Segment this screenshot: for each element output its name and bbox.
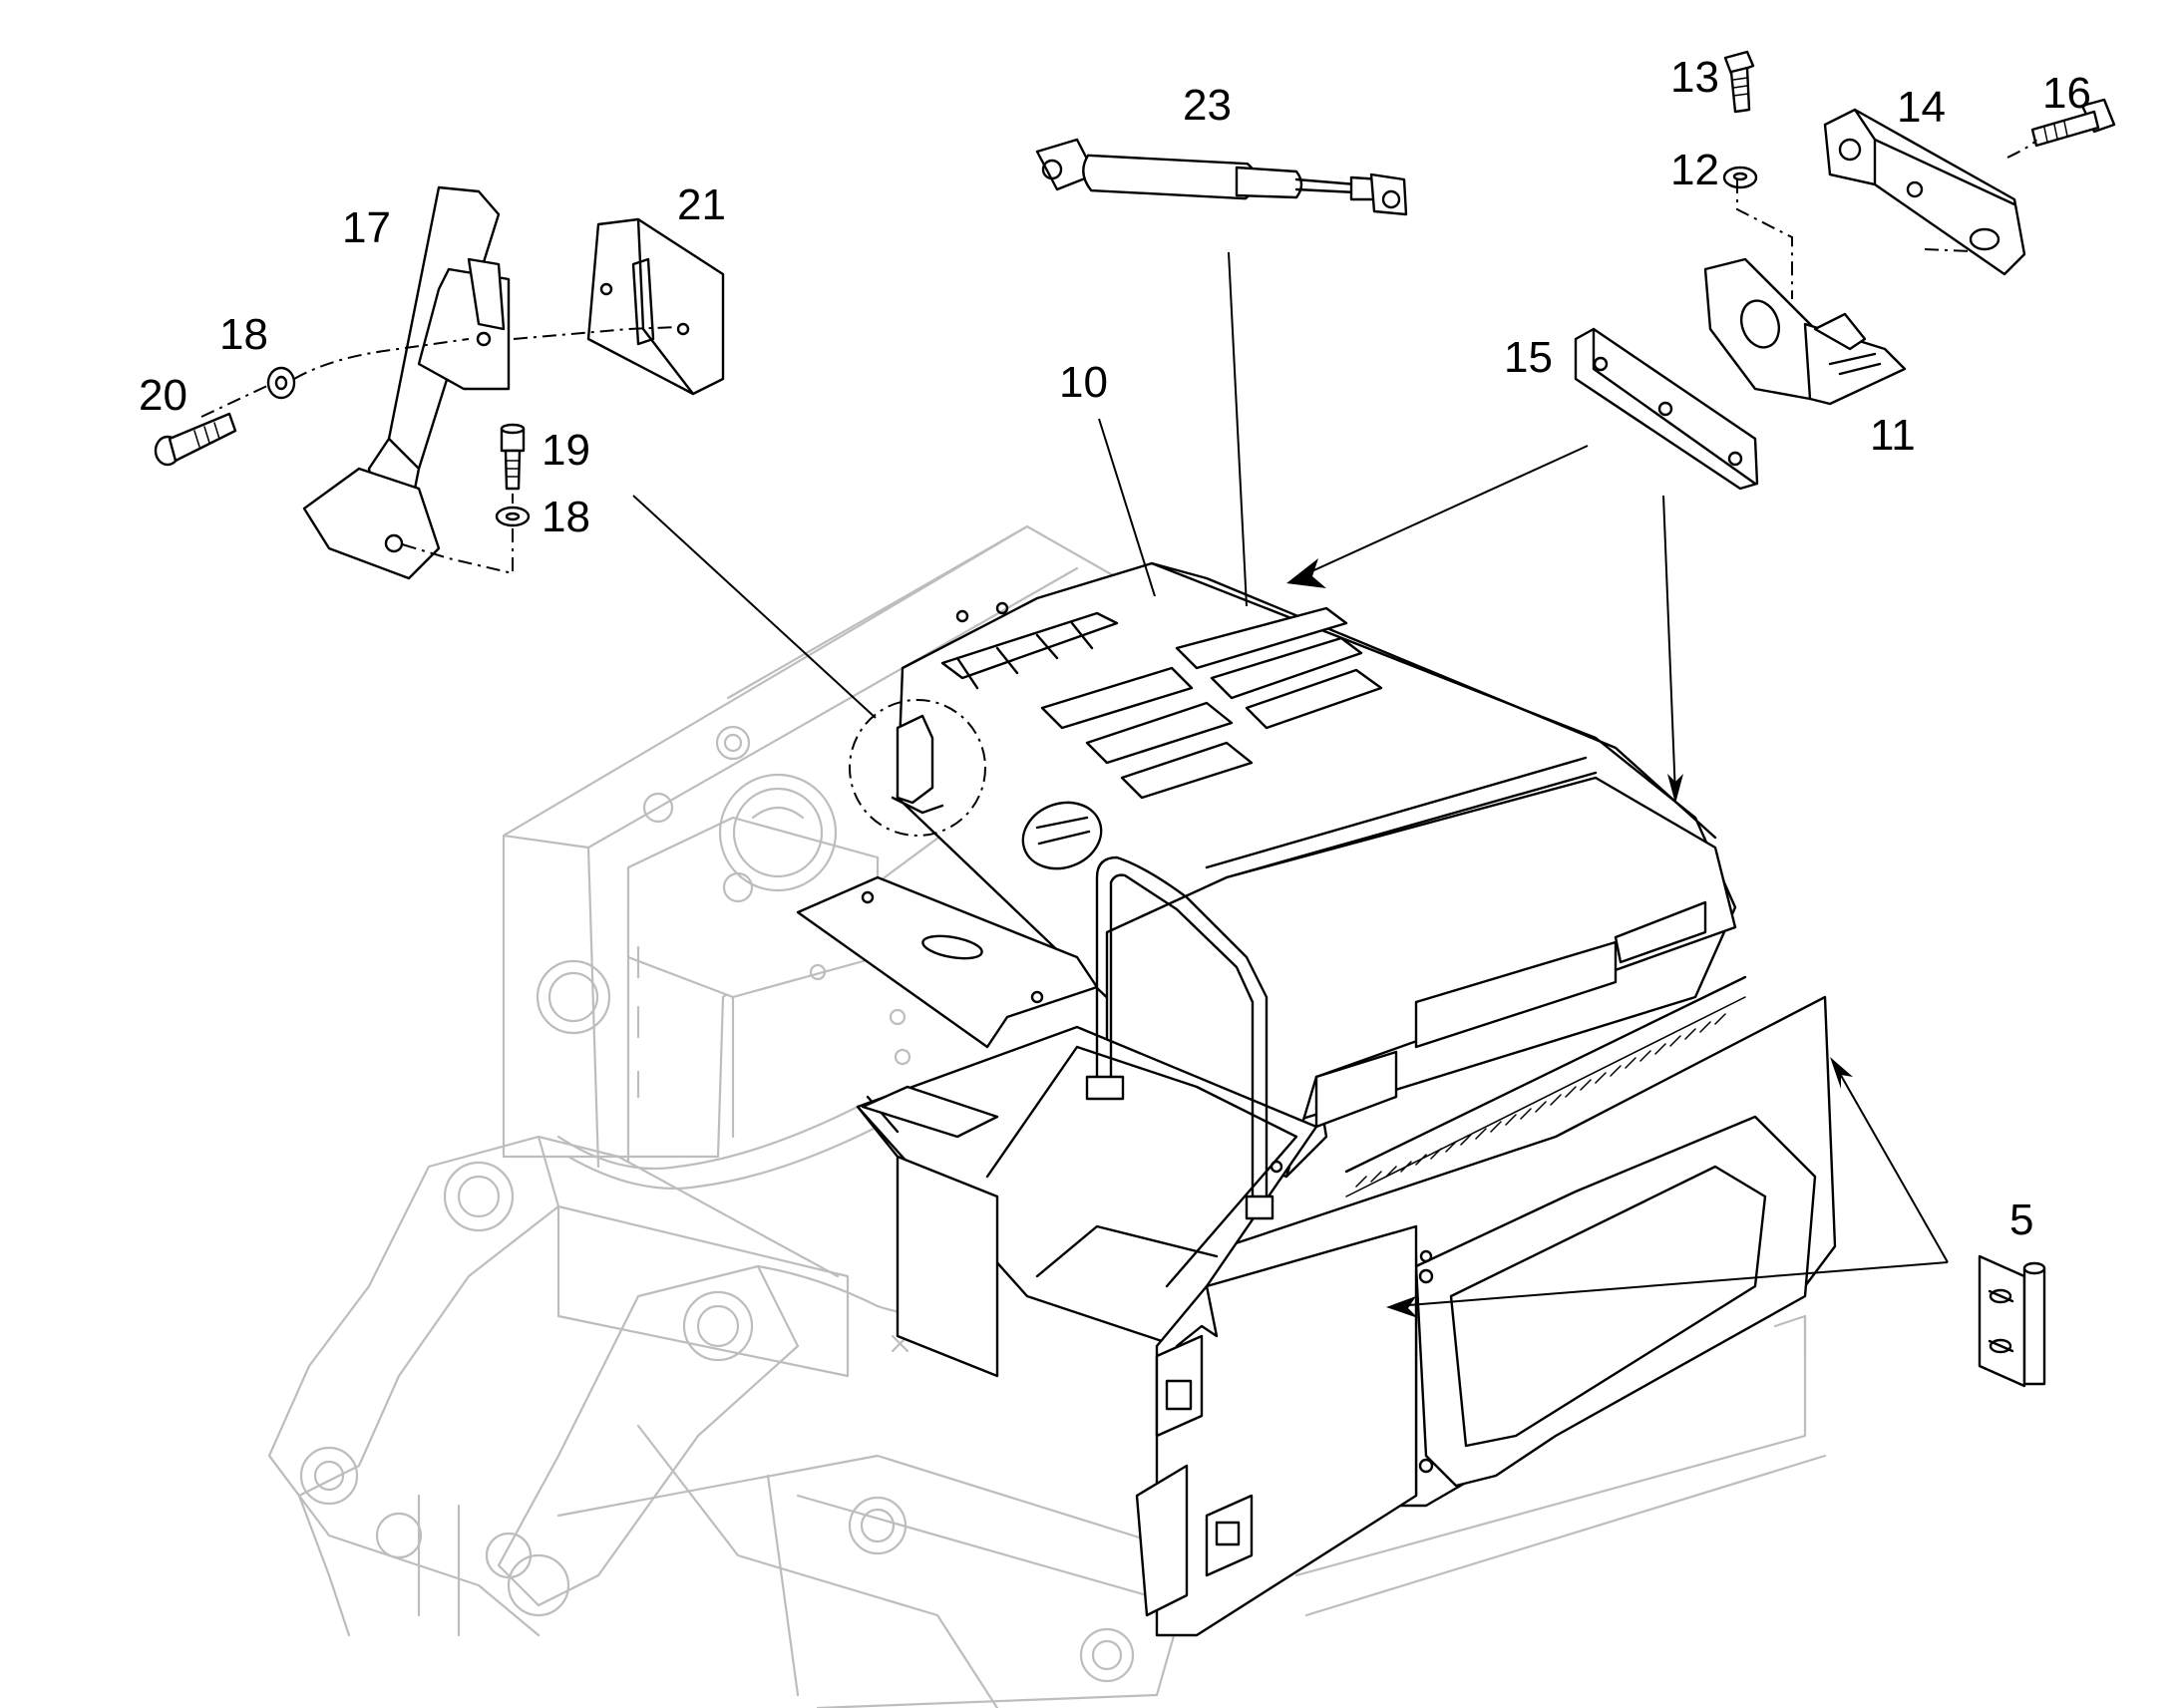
latch-17 [302, 185, 511, 580]
hood-assembly [796, 561, 1837, 1637]
strip-plate-15 [1574, 327, 1759, 491]
screw-20 [154, 412, 237, 467]
callout-18-lower: 18 [542, 493, 590, 541]
washer-12 [1722, 166, 1758, 189]
callout-17: 17 [342, 203, 391, 252]
callout-16: 16 [2042, 69, 2091, 118]
callout-19: 19 [542, 426, 590, 475]
callout-21: 21 [677, 180, 726, 229]
latch-detail-circle [849, 699, 986, 837]
callout-20: 20 [139, 371, 187, 420]
side-grille-slats [1355, 1013, 1726, 1188]
callout-13: 13 [1670, 53, 1719, 102]
gas-strut [1035, 138, 1408, 216]
callout-12: 12 [1670, 146, 1719, 194]
callout-10: 10 [1059, 358, 1108, 407]
pad-21 [586, 217, 725, 396]
callout-18-upper: 18 [219, 310, 268, 359]
washer-18b [495, 506, 531, 527]
callout-15: 15 [1504, 333, 1553, 382]
bolt-13 [1723, 50, 1755, 114]
hinge-5 [1978, 1254, 2046, 1388]
washer-18a [266, 366, 296, 400]
callout-labels: 23 13 12 14 16 17 21 18 20 19 18 10 15 1… [139, 53, 2091, 1244]
bracket-plate-14 [1823, 108, 2026, 276]
angle-bracket-11 [1703, 257, 1907, 406]
screw-19 [500, 423, 526, 491]
leader-lines [200, 139, 2037, 1318]
callout-5: 5 [2009, 1196, 2033, 1244]
callout-23: 23 [1183, 81, 1232, 130]
callout-14: 14 [1897, 83, 1946, 132]
callout-11: 11 [1870, 411, 1916, 460]
